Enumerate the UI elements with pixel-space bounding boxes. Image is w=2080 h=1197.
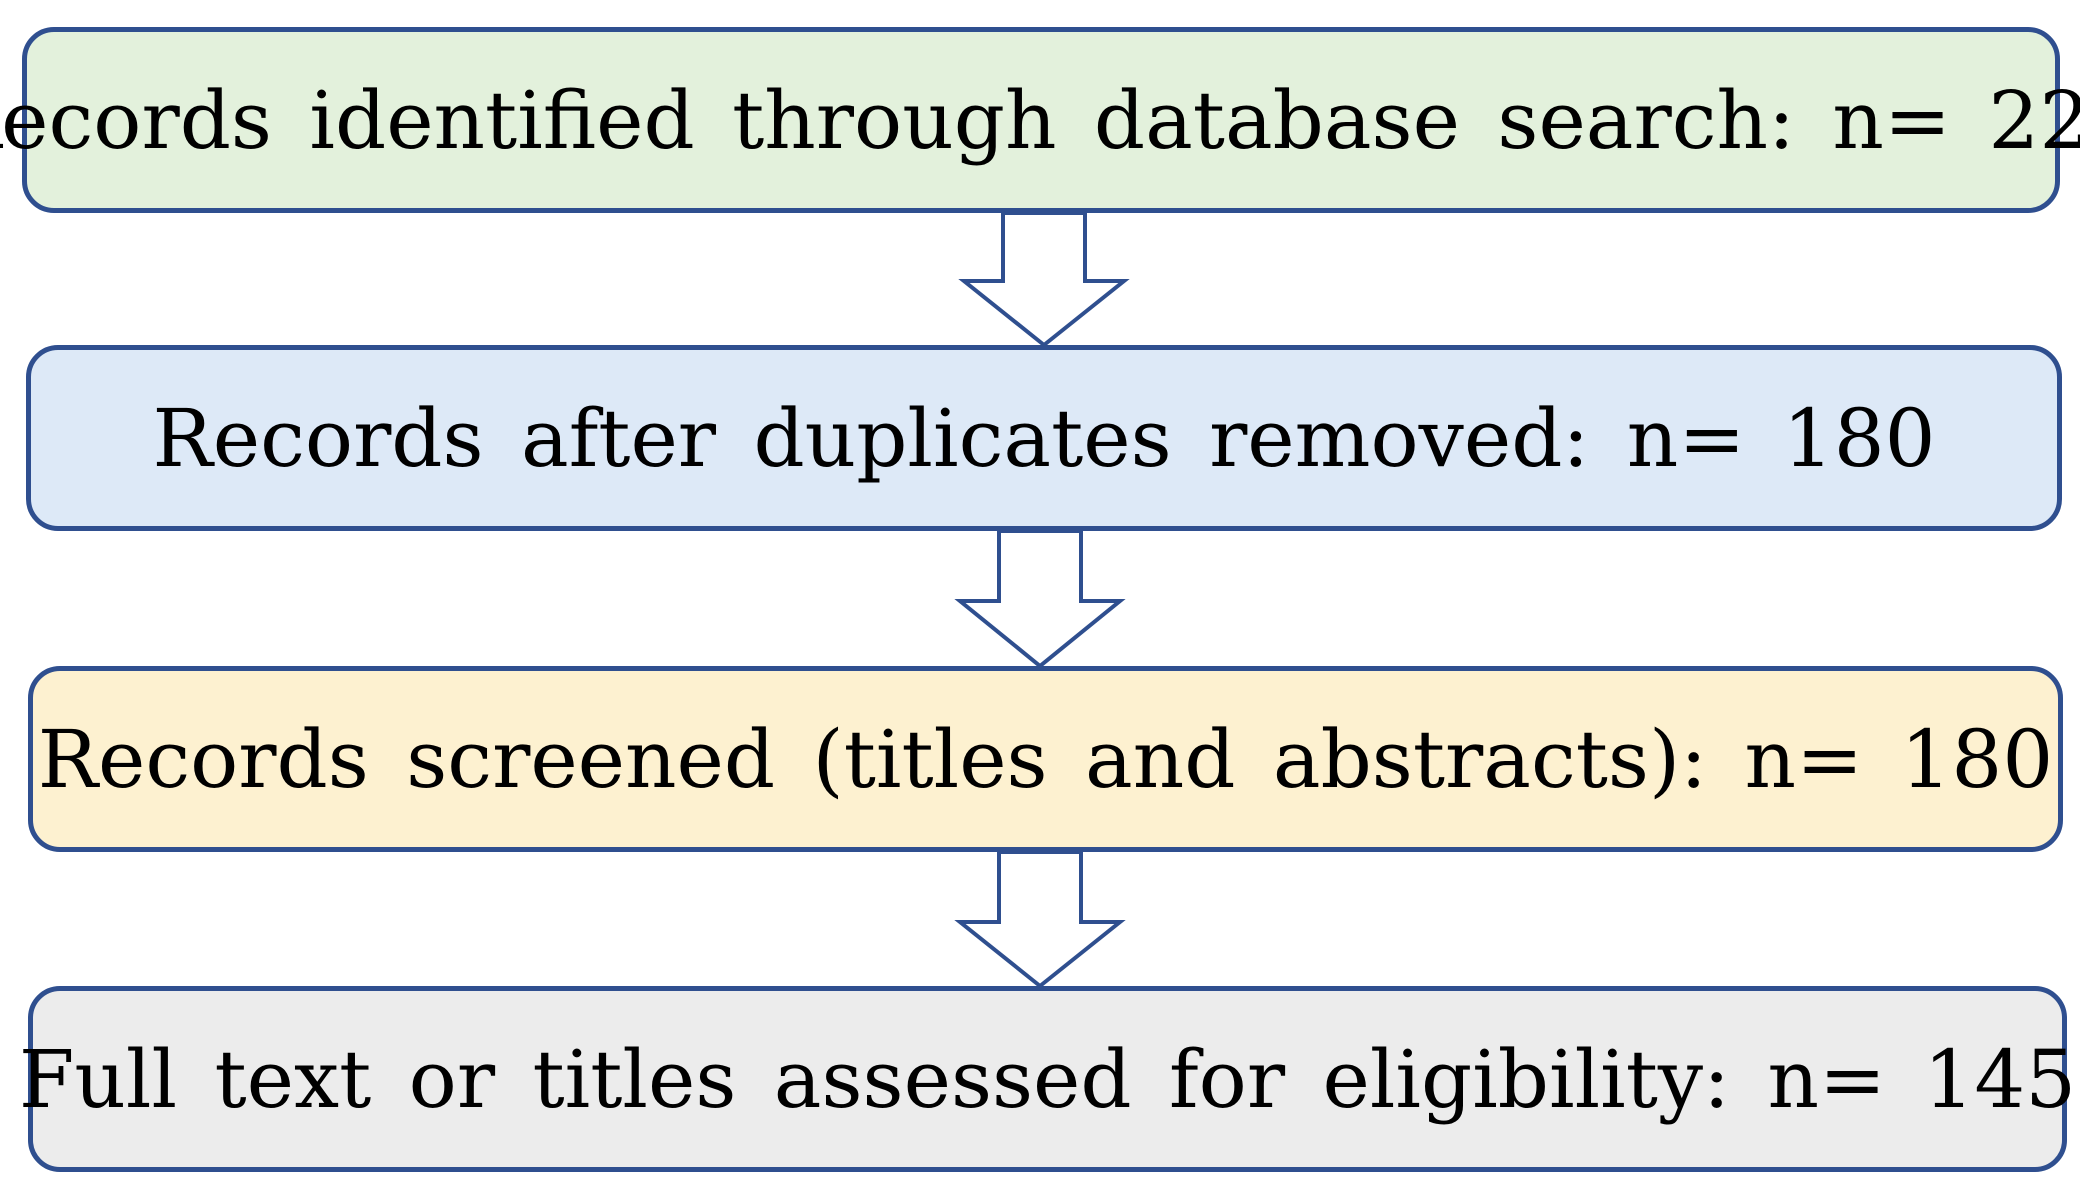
step-screened-box: Records screened (titles and abstracts):… bbox=[28, 666, 2063, 852]
step-identified-box: Records identified through database sear… bbox=[0, 27, 2080, 213]
step-identified-label: Records identified through database sear… bbox=[0, 73, 2080, 167]
down-arrow-2 bbox=[954, 529, 1126, 669]
step-eligibility-box: Full text or titles assessed for eligibi… bbox=[19, 986, 2076, 1172]
down-arrow-1 bbox=[958, 211, 1130, 348]
step-eligibility-label: Full text or titles assessed for eligibi… bbox=[18, 1032, 2077, 1126]
step-screened-label: Records screened (titles and abstracts):… bbox=[37, 712, 2054, 806]
step-deduplicated-box: Records after duplicates removed: n= 180 bbox=[26, 345, 2062, 531]
step-deduplicated-label: Records after duplicates removed: n= 180 bbox=[152, 391, 1936, 485]
down-arrow-3 bbox=[954, 850, 1126, 989]
